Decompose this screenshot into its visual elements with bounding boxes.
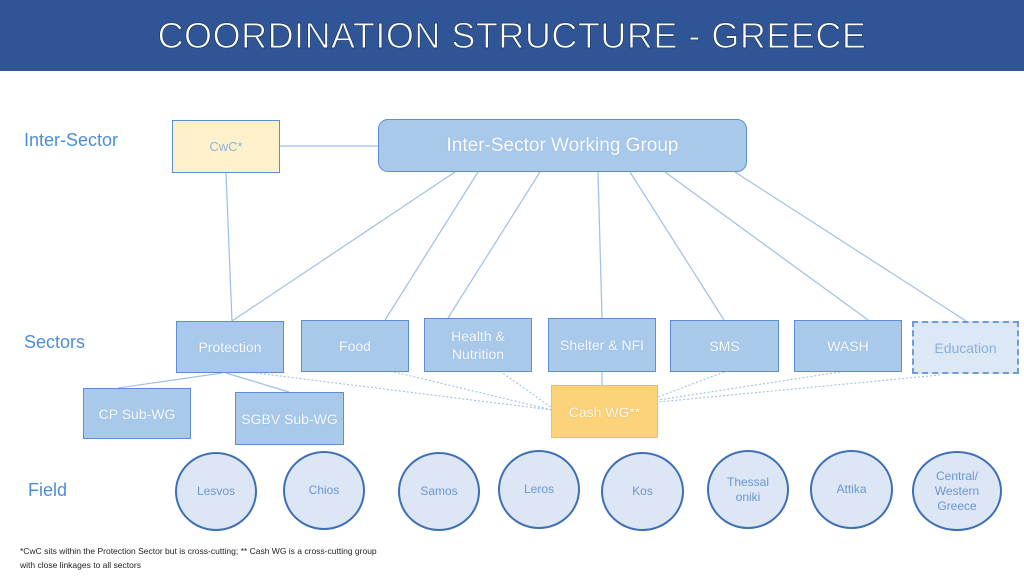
cash-wg-box: Cash WG** xyxy=(551,385,658,438)
field-central-western-greece-circle: Central/ Western Greece xyxy=(912,451,1002,531)
field-chios-circle: Chios xyxy=(283,451,365,530)
sgbv-sub-wg-box: SGBV Sub-WG xyxy=(235,392,344,445)
sector-wash-box: WASH xyxy=(794,320,902,372)
title-banner xyxy=(0,0,1024,71)
connector-isw-sms xyxy=(629,171,725,321)
dotted-wash-cash xyxy=(657,371,841,401)
connector-isw-protection xyxy=(231,171,456,322)
footnote-line-1: *CwC sits within the Protection Sector b… xyxy=(20,546,377,556)
sector-health-nutrition-box: Health & Nutrition xyxy=(424,318,532,372)
inter-sector-working-group-box: Inter-Sector Working Group xyxy=(378,119,747,172)
row-label-field: Field xyxy=(28,480,68,500)
sector-sms-box: SMS xyxy=(670,320,779,372)
connector-isw-wash xyxy=(664,171,869,321)
field-leros-circle: Leros xyxy=(498,450,580,529)
dotted-health-cash xyxy=(499,370,553,409)
sector-education-box: Education xyxy=(912,321,1019,374)
row-label-inter-sector: Inter-Sector xyxy=(24,130,119,150)
sector-shelter-nfi-box: Shelter & NFI xyxy=(548,318,656,372)
field-samos-circle: Samos xyxy=(398,452,480,531)
field-kos-circle: Kos xyxy=(601,452,684,531)
field-thessaloniki-circle: Thessal oniki xyxy=(707,450,789,529)
connector-isw-shelter xyxy=(597,171,603,319)
connector-isw-education xyxy=(734,171,967,322)
connector-protection-sgbv xyxy=(225,372,290,393)
sector-food-box: Food xyxy=(301,320,409,372)
footnote-line-2: with close linkages to all sectors xyxy=(20,560,141,570)
connector-cwc-protection xyxy=(225,172,233,322)
page-title: COORDINATION STRUCTURE - GREECE xyxy=(157,15,867,57)
footnote: *CwC sits within the Protection Sector b… xyxy=(20,544,520,572)
connector-protection-cp xyxy=(117,372,223,389)
dotted-sms-cash xyxy=(657,371,725,398)
cwc-box: CwC* xyxy=(172,120,280,173)
connector-isw-food xyxy=(384,171,479,321)
sector-protection-box: Protection xyxy=(176,321,284,373)
dotted-education-cash xyxy=(657,374,941,403)
cp-sub-wg-box: CP Sub-WG xyxy=(83,388,191,439)
dotted-protection-cash xyxy=(239,370,553,411)
field-lesvos-circle: Lesvos xyxy=(175,452,257,531)
connector-isw-health xyxy=(447,171,541,319)
field-attika-circle: Attika xyxy=(810,450,893,529)
row-label-sectors: Sectors xyxy=(24,332,86,352)
